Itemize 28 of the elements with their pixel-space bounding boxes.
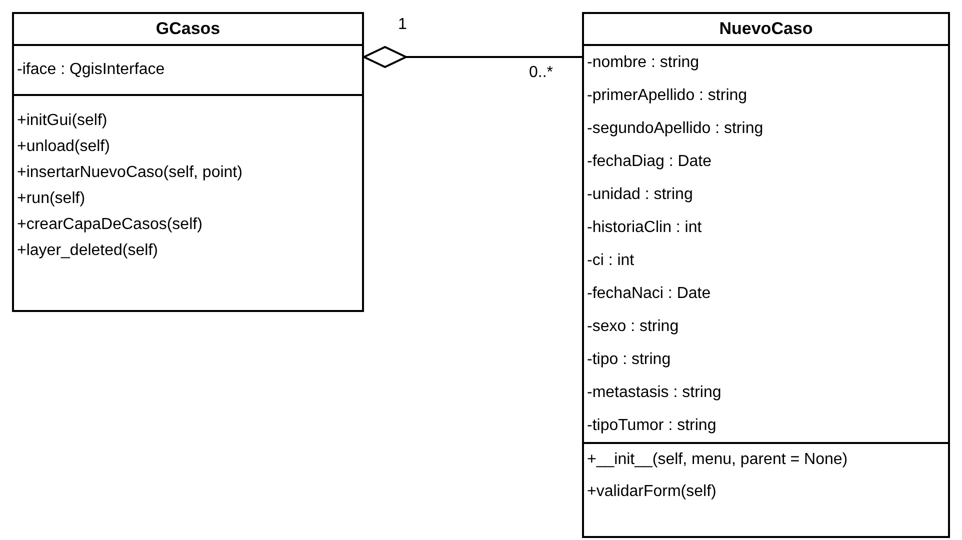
attribute-text: -primerApellido : string: [587, 86, 748, 104]
attribute-text: -historiaClin : int: [587, 218, 702, 236]
attribute-text: -fechaNaci : Date: [587, 284, 711, 302]
class-box: [12, 12, 364, 312]
attribute-text: -fechaDiag : Date: [587, 152, 712, 170]
attribute-text: -ci : int: [587, 252, 634, 270]
aggregation-line: [363, 46, 582, 68]
method-text: +run(self): [17, 190, 86, 208]
method-text: +initGui(self): [17, 112, 108, 130]
method-text: +insertarNuevoCaso(self, point): [17, 164, 242, 182]
method-text: +unload(self): [17, 138, 110, 156]
attribute-text: -unidad : string: [587, 186, 693, 204]
attribute-text: -metastasis : string: [587, 384, 722, 402]
attribute-text: -sexo : string: [587, 318, 679, 336]
attribute-text: -tipoTumor : string: [587, 416, 716, 434]
attribute-text: -tipo : string: [587, 350, 671, 368]
attribute-text: -nombre : string: [587, 54, 700, 72]
multiplicity-label: 1: [398, 16, 407, 34]
attribute-text: -iface : QgisInterface: [17, 61, 165, 79]
method-text: +layer_deleted(self): [17, 242, 158, 260]
method-text: +__init__(self, menu, parent = None): [587, 451, 848, 469]
class-name: NuevoCaso: [719, 19, 813, 39]
class-name: GCasos: [156, 19, 220, 39]
multiplicity-label: 0..*: [529, 64, 554, 82]
class-box: [582, 12, 950, 538]
method-text: +crearCapaDeCasos(self): [17, 216, 202, 234]
method-text: +validarForm(self): [587, 483, 716, 501]
attribute-text: -segundoApellido : string: [587, 120, 764, 138]
